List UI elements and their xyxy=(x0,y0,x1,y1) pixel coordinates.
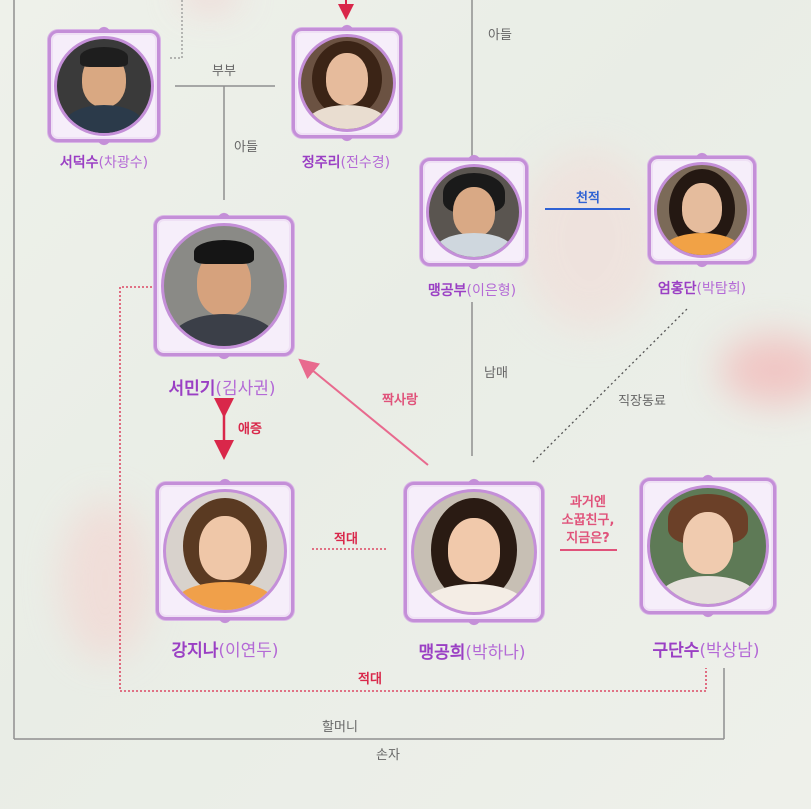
family-tree-lines xyxy=(13,0,725,740)
portrait-jeong-juri xyxy=(298,34,396,132)
relation-label-son-top: 아들 xyxy=(488,28,512,43)
name-gu-dansu: 구단수(박상남) xyxy=(652,641,760,661)
portrait-eom-hongdan xyxy=(654,162,750,258)
name-eom-hongdan: 엄홍단(박탐희) xyxy=(657,281,747,297)
character-card-seo-deoksu[interactable] xyxy=(48,30,160,142)
character-card-jeong-juri[interactable] xyxy=(292,28,402,138)
relation-label-siblings: 남매 xyxy=(484,366,508,381)
portrait-maeng-gongbu xyxy=(426,164,522,260)
name-seo-mingi: 서민기(김사권) xyxy=(168,379,276,399)
relation-label-rival-bottom: 적대 xyxy=(358,672,382,687)
character-card-seo-mingi[interactable] xyxy=(154,216,294,356)
relation-label-cousin: 천적 xyxy=(576,191,600,206)
relation-label-crush: 짝사랑 xyxy=(382,393,418,408)
character-card-gu-dansu[interactable] xyxy=(640,478,776,614)
portrait-seo-mingi xyxy=(161,223,287,349)
portrait-seo-deoksu xyxy=(54,36,154,136)
character-card-maeng-gonghui[interactable] xyxy=(404,482,544,622)
portrait-kang-jina xyxy=(163,489,287,613)
character-card-kang-jina[interactable] xyxy=(156,482,294,620)
portrait-gu-dansu xyxy=(647,485,769,607)
relation-label-grandmother: 할머니 xyxy=(322,720,358,735)
relation-label-love-hate: 애증 xyxy=(238,422,262,437)
name-maeng-gonghui: 맹공희(박하나) xyxy=(418,643,526,663)
relation-label-couple: 부부 xyxy=(212,64,236,79)
relation-label-coworker: 직장동료 xyxy=(618,394,666,409)
name-seo-deoksu: 서덕수(차광수) xyxy=(59,155,149,171)
name-kang-jina: 강지나(이연두) xyxy=(171,641,279,661)
relation-label-past-friend: 과거엔 소꿉친구, 지금은? xyxy=(561,495,615,546)
relation-label-rival-mid: 적대 xyxy=(334,532,358,547)
portrait-maeng-gonghui xyxy=(411,489,537,615)
character-card-eom-hongdan[interactable] xyxy=(648,156,756,264)
name-maeng-gongbu: 맹공부(이은형) xyxy=(427,283,517,299)
relation-label-grandson: 손자 xyxy=(376,748,400,763)
character-card-maeng-gongbu[interactable] xyxy=(420,158,528,266)
name-jeong-juri: 정주리(전수경) xyxy=(301,155,391,171)
relation-label-son-left: 아들 xyxy=(234,140,258,155)
